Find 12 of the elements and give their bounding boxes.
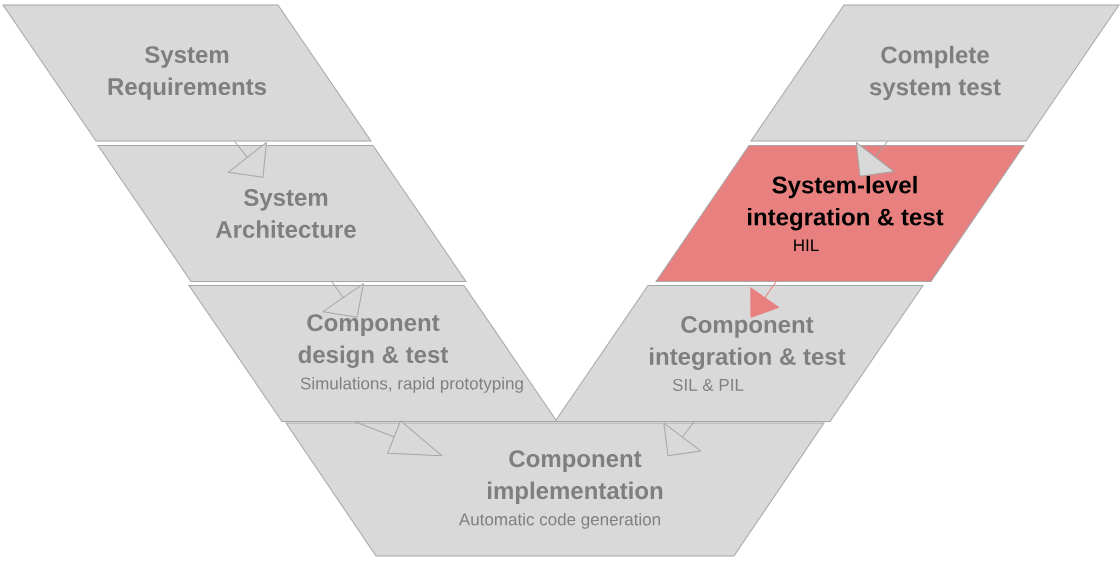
stage-panel: System Requirements	[2, 4, 372, 142]
stage-panel: System Architecture	[97, 145, 467, 282]
stage-panel: Component implementation Automatic code generation	[285, 422, 825, 557]
stage-panel: System-level integration & test HIL	[655, 145, 1025, 282]
arrow	[227, 140, 267, 178]
arrow	[663, 421, 702, 457]
arrow	[322, 281, 364, 318]
arrow	[750, 281, 780, 318]
arrow	[354, 420, 443, 457]
stage-panel: Complete system test	[750, 4, 1120, 142]
stage-panel: Component integration & test SIL & PIL	[554, 285, 924, 422]
arrow	[855, 140, 895, 177]
